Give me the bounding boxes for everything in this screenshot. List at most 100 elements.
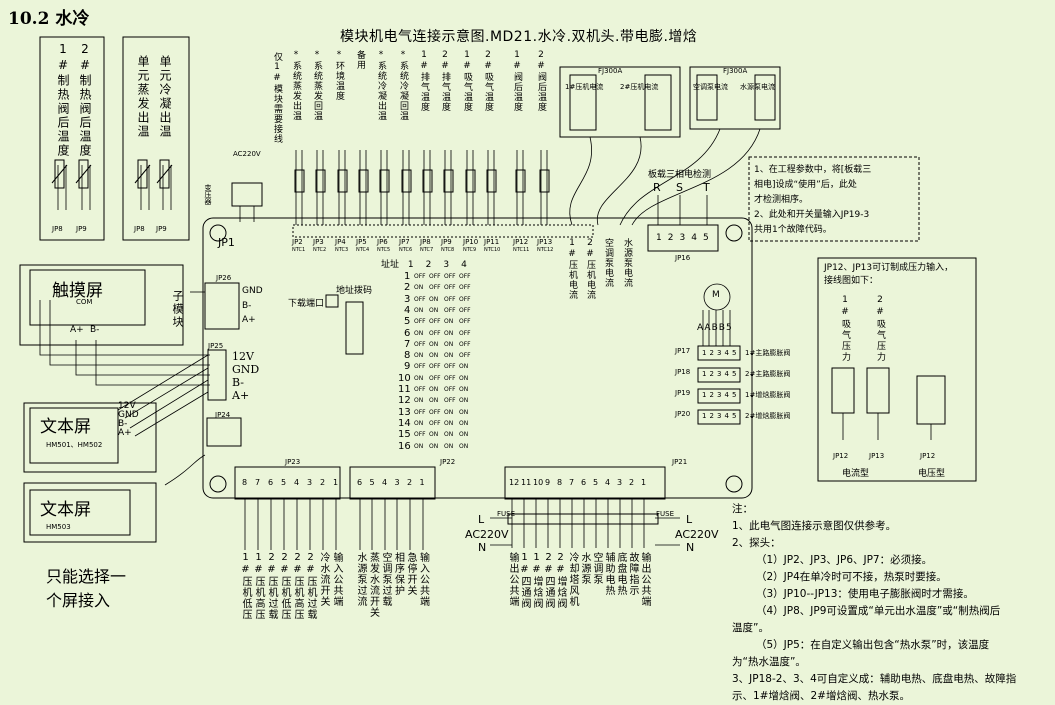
dip-state: ON <box>429 352 439 360</box>
top-plug-name: JP4 <box>335 238 346 246</box>
terminal-label: 1#增焓阀 <box>531 552 542 609</box>
dip-state: ON <box>459 431 469 439</box>
top-plug-name: JP3 <box>313 238 324 246</box>
terminal-label: 空调泵过载 <box>380 552 391 607</box>
phase-t: T <box>703 181 710 194</box>
eev-pin-num: 1 <box>702 370 707 378</box>
eev-plug: JP20 <box>675 410 691 418</box>
terminal-pin: 3 <box>307 478 313 487</box>
fuse-left: FUSE <box>497 510 516 518</box>
phase-pins: 12345 <box>656 233 715 243</box>
ct-label: 2#压机电流 <box>620 83 659 91</box>
current-label: 空调泵电流 <box>603 238 613 288</box>
current-label: 1#压机电流 <box>567 238 577 300</box>
only-one-note: 只能选择一 个屏接入 <box>46 567 127 610</box>
plug-label: JP8 <box>52 225 63 233</box>
dip-state: ON <box>459 442 469 450</box>
ct-label: 水源泵电流 <box>740 83 775 91</box>
dip-state: OFF <box>429 363 441 371</box>
top-plug-name: JP13 <box>537 238 553 246</box>
terminal-pin: 7 <box>255 478 261 487</box>
eev-pin-num: 5 <box>732 370 737 378</box>
top-plug-sub: NTC9 <box>463 247 477 253</box>
dip-state: ON <box>459 386 469 393</box>
dip-state: OFF <box>459 273 471 280</box>
terminal-label: 输入公共端 <box>331 552 342 607</box>
left-sensor-label: 单元蒸发出温 <box>136 55 150 139</box>
terminal-pin: 12 <box>509 478 520 487</box>
terminal-label: 2#压机过载 <box>305 552 316 620</box>
ct-label: 空调泵电流 <box>693 83 728 91</box>
terminal-label: 1#四通阀 <box>519 552 530 609</box>
fuse-right: FUSE <box>656 510 675 518</box>
dip-state: ON <box>414 419 424 427</box>
terminal-label: 故障指示 <box>627 552 638 596</box>
terminal-pin: 1 <box>419 478 425 487</box>
top-plug-sub: NTC12 <box>537 247 554 253</box>
dip-state: OFF <box>414 363 426 371</box>
terminal-pin: 3 <box>394 478 400 487</box>
address-num: 10 <box>398 372 411 384</box>
dip-state: ON <box>459 397 469 405</box>
dip-state: OFF <box>429 318 441 326</box>
eev-plug: JP19 <box>675 389 691 397</box>
top-sensor-label: *系统蒸发出温 <box>291 50 301 121</box>
terminal-pin: 2 <box>629 478 635 487</box>
dip-state: ON <box>444 340 454 348</box>
phase-r: R <box>653 181 661 194</box>
dip-state: OFF <box>429 419 441 427</box>
dip-state: ON <box>459 408 469 416</box>
top-plug-name: JP9 <box>441 238 452 246</box>
ct-label: 1#压机电流 <box>565 83 604 91</box>
terminal-label: 1#压机高压 <box>253 552 264 620</box>
jp26-pin: B- <box>242 301 252 311</box>
touch-pin-b: B- <box>90 325 100 335</box>
terminal-pin: 6 <box>581 478 587 487</box>
top-sensor-label: *环境温度 <box>334 50 344 101</box>
top-plug-sub: NTC8 <box>441 247 455 253</box>
dip-state: ON <box>429 306 439 314</box>
pressure-sensor: 2#吸气压力 <box>875 295 885 363</box>
eev-pin-num: 2 <box>709 412 714 420</box>
terminal-pin: 3 <box>617 478 623 487</box>
pressure-sensor: 1#吸气压力 <box>840 295 850 363</box>
eev-pin-num: 2 <box>709 370 714 378</box>
text-screen2-title: 文本屏 <box>40 500 91 520</box>
jp26-label: JP26 <box>216 274 232 282</box>
terminal-pin: 9 <box>545 478 551 487</box>
top-sensor-label: *系统蒸发回温 <box>312 50 322 121</box>
dip-state: ON <box>414 306 424 314</box>
top-sensor-label: 备用 <box>355 50 365 70</box>
eev-pin-num: 3 <box>717 349 722 357</box>
dip-state: OFF <box>444 363 456 371</box>
plug-label: JP9 <box>156 225 167 233</box>
top-plug-sub: NTC10 <box>484 247 501 253</box>
terminal-label: 相序保护 <box>392 552 404 596</box>
eev-pins: AABB5 <box>697 323 733 333</box>
dip-state: OFF <box>414 408 426 416</box>
top-plug-sub: NTC11 <box>513 247 530 253</box>
eev-pin-num: 5 <box>732 412 737 420</box>
address-num: 3 <box>404 293 411 305</box>
dip-state: OFF <box>414 340 426 348</box>
dip-state: ON <box>459 419 469 427</box>
dip-state: OFF <box>444 397 456 405</box>
terminal-pin: 8 <box>242 478 248 487</box>
jp26-pin: GND <box>242 286 263 296</box>
power-ac-right: AC220V <box>675 528 719 541</box>
dip-state: OFF <box>414 431 426 439</box>
address-num: 14 <box>398 417 411 429</box>
dip-state: OFF <box>414 318 426 326</box>
text-screen1-title: 文本屏 <box>40 417 91 437</box>
plug-label: JP8 <box>134 225 145 233</box>
dip-state: ON <box>429 431 439 439</box>
dip-state: ON <box>429 340 439 348</box>
dip-state: OFF <box>459 284 471 292</box>
eev-label: 1#增焓膨胀阀 <box>745 391 791 399</box>
address-num: 7 <box>404 338 411 350</box>
current-type: 电流型 <box>842 469 870 479</box>
plug-label: JP13 <box>869 452 885 460</box>
eev-pin-num: 1 <box>702 391 707 399</box>
dip-state: OFF <box>429 408 441 416</box>
top-sensor-label: 2#吸气温度 <box>483 50 493 112</box>
